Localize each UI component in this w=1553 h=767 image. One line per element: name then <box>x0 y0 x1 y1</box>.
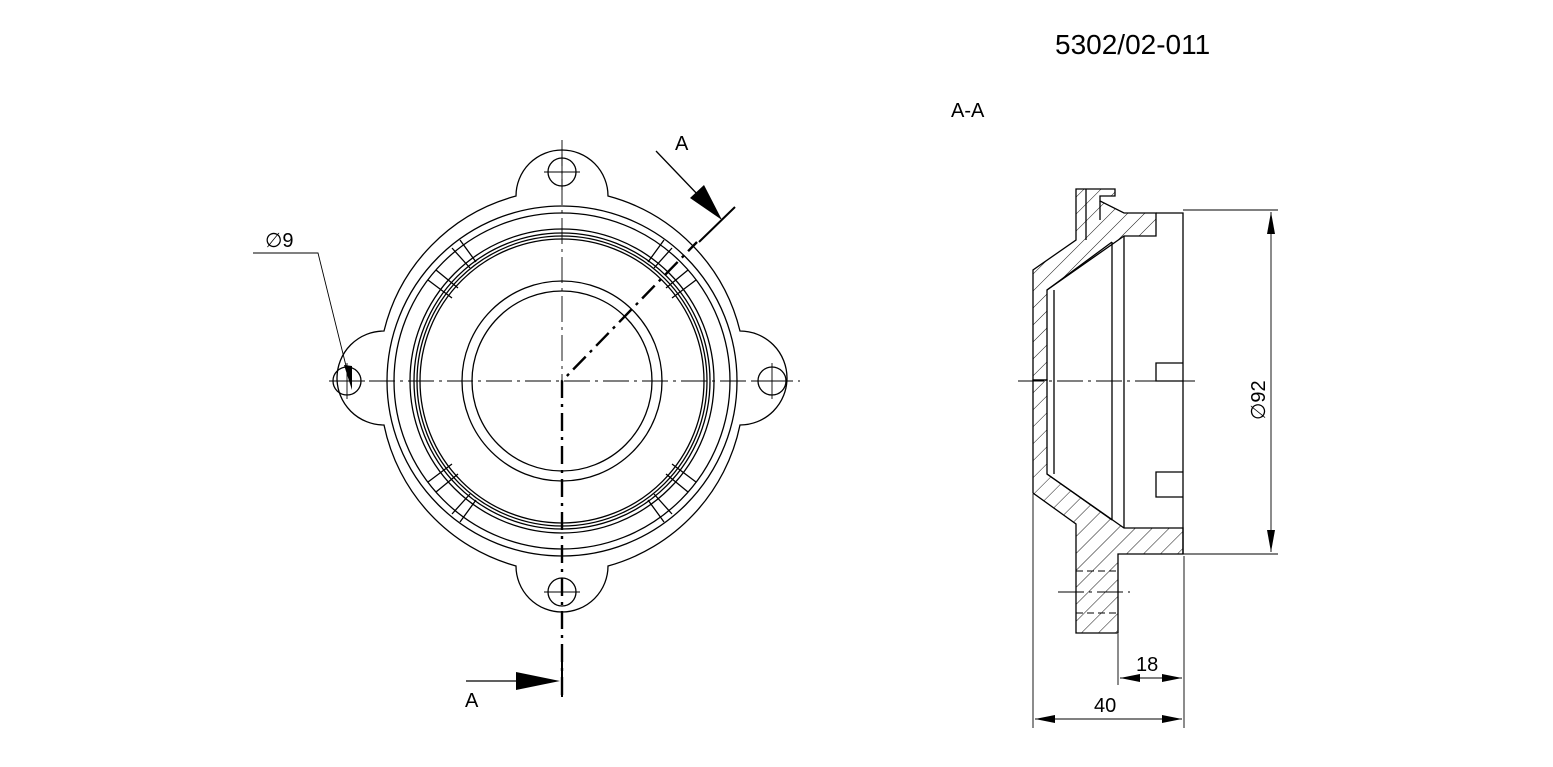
hole-diameter-label: ∅9 <box>265 230 294 252</box>
section-view: ∅92 18 40 <box>1018 188 1278 728</box>
flange-outline <box>336 149 788 613</box>
section-title: A-A <box>951 100 985 122</box>
flange-depth-label: 18 <box>1136 654 1158 676</box>
section-arrow-top <box>655 150 722 220</box>
front-view: A A ∅9 <box>253 133 800 712</box>
section-label-top: A <box>675 133 689 155</box>
section-arrow-bottom <box>466 672 560 690</box>
section-cut-line <box>560 241 698 695</box>
outer-diameter-label: ∅92 <box>1248 380 1270 420</box>
section-lower-wall <box>1032 379 1184 634</box>
flange-depth-dimension <box>1117 556 1185 728</box>
drawing-number: 5302/02-011 <box>1055 29 1210 60</box>
hole-diameter-leader <box>253 252 352 390</box>
rib-notches <box>427 239 697 523</box>
outer-diameter-dimension <box>1183 209 1278 555</box>
total-depth-dimension <box>1032 494 1182 728</box>
section-contour <box>1046 189 1184 554</box>
section-label-bottom: A <box>465 690 479 712</box>
total-depth-label: 40 <box>1094 695 1116 717</box>
section-upper-wall <box>1032 188 1157 381</box>
cut-end-tick-top <box>698 206 736 243</box>
